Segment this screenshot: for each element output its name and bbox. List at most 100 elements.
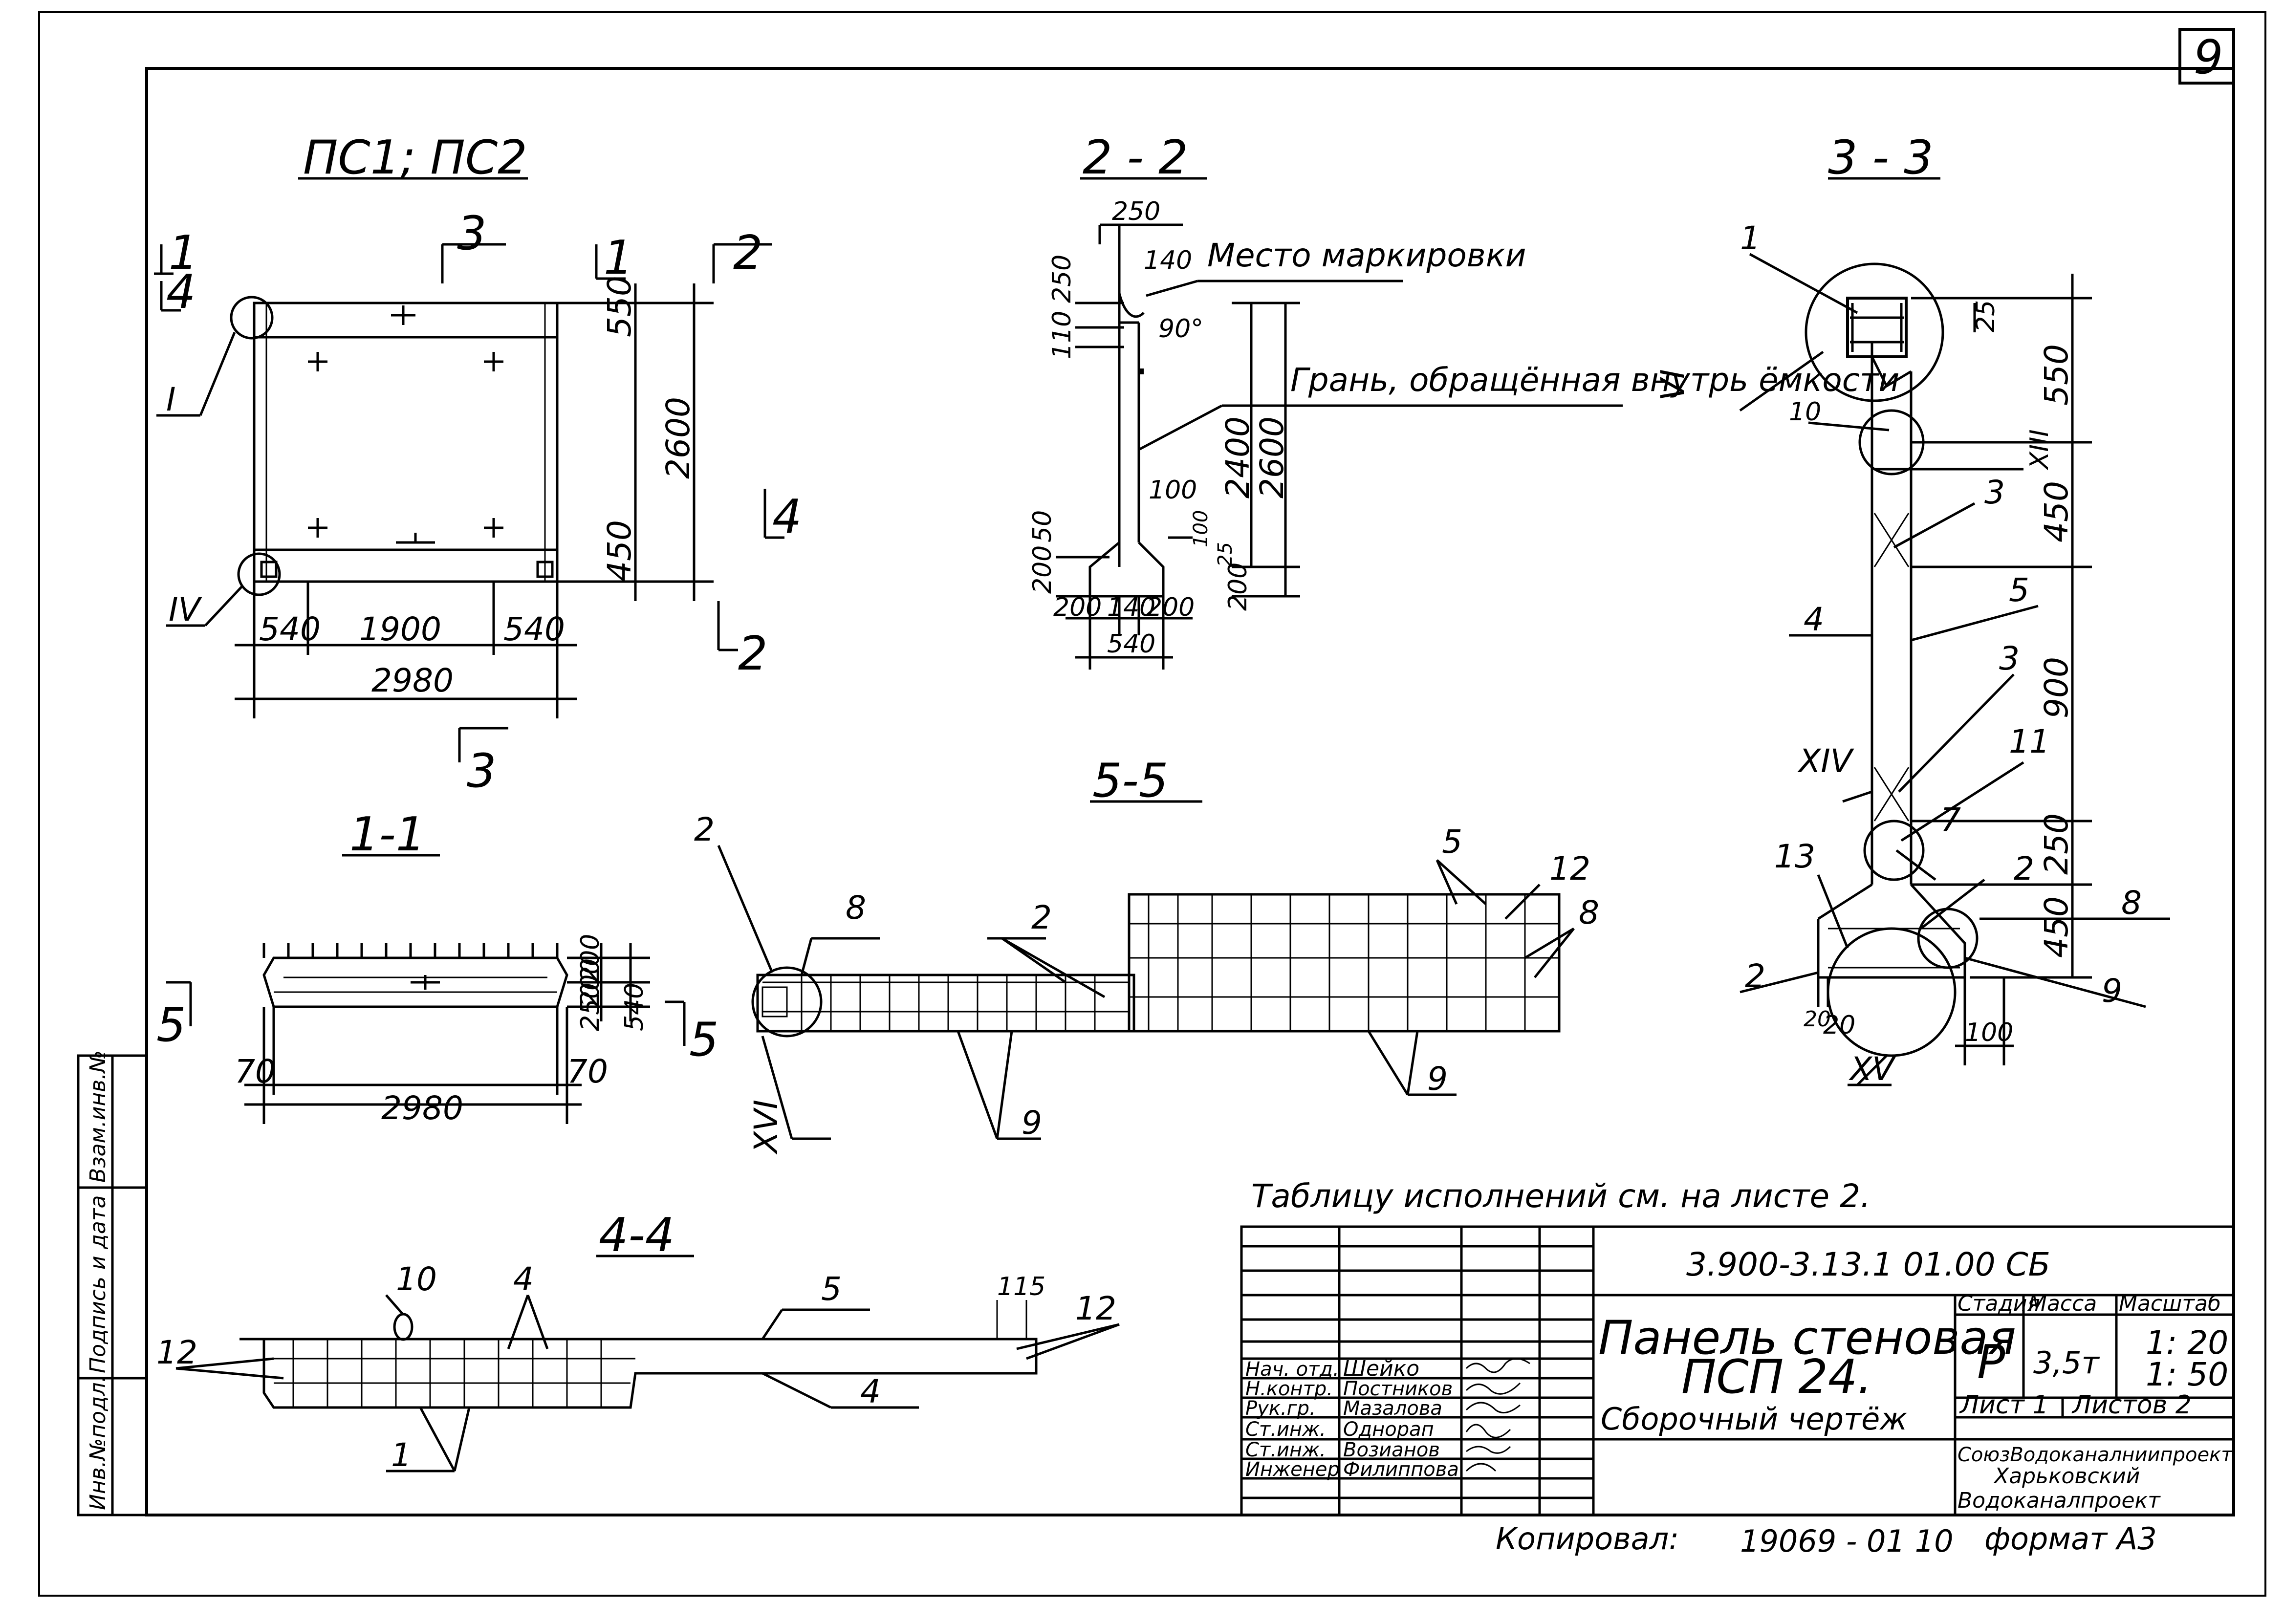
sheet-number: 9 — [2194, 31, 2223, 85]
person-role-0: Нач. отд. — [1245, 1358, 1339, 1381]
pc-mark-4b: 4 — [772, 490, 802, 544]
s22-dim-540: 540 — [1107, 629, 1155, 659]
s33-dim-250: 250 — [2038, 813, 2075, 875]
person-name-3: Однорап — [1343, 1418, 1434, 1441]
s55-callout-8b: 8 — [1579, 894, 1599, 931]
sheet-frame — [38, 11, 2266, 1597]
section-5-5-title: 5-5 — [1092, 754, 1168, 808]
footer-format: формат А3 — [1984, 1521, 2157, 1557]
s44-callout-12b: 12 — [1075, 1290, 1116, 1327]
pc-mark-3b: 3 — [467, 744, 496, 798]
s22-dim-250-left: 250 — [1047, 255, 1077, 303]
side-stamp-sign: Подпись и дата — [86, 1195, 110, 1373]
s22-dim-2600: 2600 — [1253, 416, 1291, 498]
s33-dim-20a: 20 — [1804, 1007, 1831, 1032]
section-3-3-title: 3 - 3 — [1828, 131, 1934, 185]
pc-mark-3a: 3 — [457, 207, 486, 260]
person-role-1: Н.контр. — [1245, 1378, 1333, 1400]
s33-callout-13: 13 — [1774, 838, 1815, 875]
person-name-4: Возианов — [1343, 1439, 1440, 1461]
title-block-sheet: Лист 1 — [1959, 1390, 2048, 1420]
pc-node-i: I — [166, 381, 175, 418]
section-1-1-title: 1-1 — [349, 808, 425, 862]
view-pc-title: ПС1; ПС2 — [303, 131, 527, 185]
s55-callout-12: 12 — [1549, 850, 1590, 888]
title-block-scale-1: 1: 20 — [2146, 1324, 2228, 1362]
s44-callout-10: 10 — [396, 1260, 437, 1298]
pc-mark-2b: 2 — [738, 627, 767, 681]
title-block-mass-label: Масса — [2028, 1291, 2097, 1316]
s11-dim-200a: 200 — [576, 934, 605, 982]
s11-dim-2980: 2980 — [381, 1089, 463, 1127]
s33-dim-20b: 20 — [1823, 1011, 1855, 1040]
s11-dim-200b: 200 — [576, 958, 605, 1007]
s22-dim-100: 100 — [1149, 476, 1197, 505]
s55-callout-8a: 8 — [846, 889, 866, 927]
side-stamp-inv: Инв.№подл. — [86, 1375, 110, 1510]
title-block-name-1: Панель стеновая — [1598, 1311, 2016, 1365]
pc-mark-4a: 4 — [166, 265, 196, 319]
s33-callout-4: 4 — [1804, 601, 1824, 638]
pc-dim-550: 550 — [601, 276, 638, 337]
s33-dim-25: 25 — [1971, 300, 2001, 332]
side-stamp — [77, 1054, 148, 1516]
s11-dim-70b: 70 — [567, 1053, 608, 1090]
s33-callout-8: 8 — [2121, 884, 2142, 922]
person-role-2: Рук.гр. — [1245, 1397, 1316, 1420]
pc-dim-2600: 2600 — [659, 397, 697, 479]
section-4-4-title: 4-4 — [599, 1209, 674, 1262]
signatures — [1465, 1358, 1530, 1472]
s33-dim-900: 900 — [2038, 657, 2075, 718]
title-block-code: 3.900-3.13.1 01.00 СБ — [1686, 1246, 2050, 1283]
s44-callout-4b: 4 — [860, 1373, 881, 1410]
s22-dim-2400: 2400 — [1219, 416, 1257, 498]
person-name-5: Филиппова — [1343, 1458, 1459, 1481]
s55-callout-9a: 9 — [1022, 1104, 1042, 1142]
title-block — [1240, 1225, 2235, 1516]
pc-dim-450: 450 — [601, 520, 638, 582]
title-block-name-2: ПСП 24. — [1681, 1350, 1872, 1404]
pc-mark-2a: 2 — [733, 226, 762, 280]
person-role-4: Ст.инж. — [1245, 1439, 1326, 1461]
s33-node-xiii: XIII — [2025, 429, 2054, 471]
s22-dim-100-right: 100 — [1190, 510, 1212, 547]
s22-dim-250-top: 250 — [1112, 197, 1160, 226]
s55-node-xvi: XVI — [747, 1100, 785, 1155]
s22-dim-140-bot: 140 — [1107, 593, 1155, 622]
s33-node-xv: XV — [1849, 1050, 1896, 1088]
person-name-1: Постников — [1343, 1378, 1453, 1400]
section-5-5 — [717, 800, 1575, 1140]
s22-dim-140-top: 140 — [1144, 246, 1192, 275]
footer-number: 19069 - 01 10 — [1740, 1523, 1954, 1559]
s22-note-face: Грань, обращённая внутрь ёмкости — [1290, 361, 1899, 399]
s11-dim-70a: 70 — [235, 1053, 276, 1090]
title-block-org-2: Харьковский — [1993, 1464, 2140, 1489]
s22-note-mark: Место маркировки — [1207, 237, 1526, 274]
s55-callout-2a: 2 — [694, 811, 715, 848]
s44-callout-12a: 12 — [156, 1334, 197, 1371]
s33-node-xiv: XIV — [1797, 742, 1854, 780]
section-1-1 — [166, 854, 686, 1124]
title-block-org-1: СоюзВодоканалниипроект — [1958, 1444, 2233, 1466]
pc-node-iv: IV — [169, 591, 202, 628]
s11-dim-540: 540 — [620, 983, 649, 1031]
s22-dim-110: 110 — [1047, 311, 1077, 359]
s33-node-vi: VI — [1654, 369, 1692, 401]
title-block-mass: 3,5т — [2033, 1345, 2100, 1381]
s33-callout-3a: 3 — [1984, 474, 2005, 511]
view-pc — [154, 177, 784, 762]
s22-dim-50: 50 — [1028, 510, 1057, 542]
s22-dim-200-bl: 200 — [1053, 593, 1102, 622]
s55-callout-9b: 9 — [1427, 1060, 1448, 1098]
pc-dim-540b: 540 — [503, 610, 565, 648]
s55-callout-2b: 2 — [1031, 899, 1052, 936]
pc-mark-1a: 1 — [169, 226, 198, 280]
s22-dim-200-left: 200 — [1028, 545, 1057, 594]
s33-dim-550: 550 — [2038, 344, 2075, 406]
title-block-scale-2: 1: 50 — [2146, 1356, 2228, 1393]
s33-callout-11: 11 — [2009, 723, 2050, 760]
title-block-org-3: Водоканалпроект — [1958, 1488, 2161, 1513]
s33-callout-7: 7 — [1940, 801, 1961, 839]
section-4-4 — [175, 1255, 1120, 1472]
